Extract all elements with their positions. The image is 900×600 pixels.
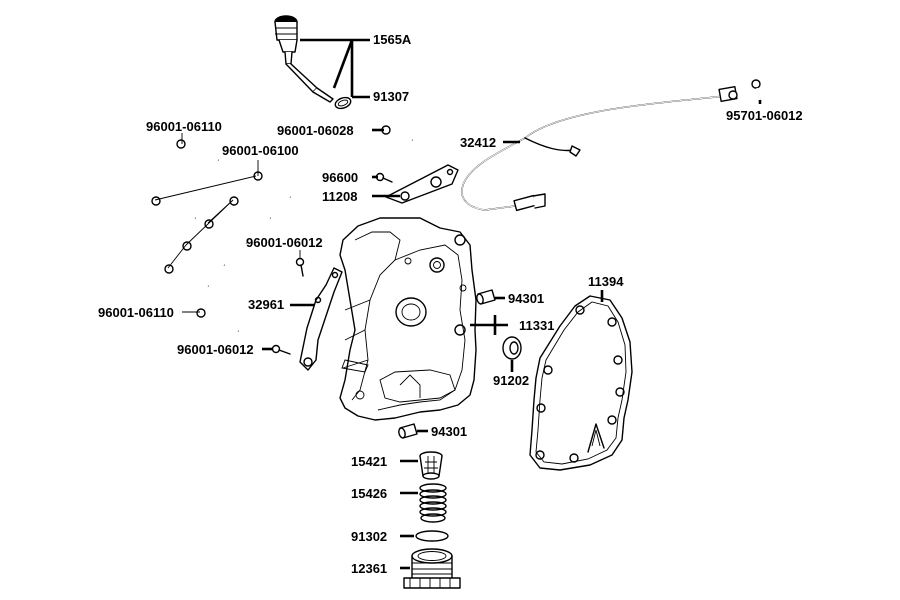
label-12361: 12361 <box>351 561 387 576</box>
leader-1565A <box>300 38 354 97</box>
bracket-11208-part <box>385 164 459 204</box>
screw-96001-06012-top-part <box>295 257 305 277</box>
oil-dipstick-part <box>274 15 334 103</box>
label-11331: 11331 <box>519 318 554 333</box>
label-94301-top: 94301 <box>508 291 544 306</box>
label-96001-06110-top: 96001-06110 <box>146 119 222 134</box>
crankcase-cover-11331-part <box>339 217 477 421</box>
gasket-11394-part <box>529 295 633 471</box>
o-ring-91307-part <box>334 96 352 110</box>
spring-15426-part <box>419 483 447 523</box>
label-96600: 96600 <box>322 170 358 185</box>
label-96001-06012-bottom: 96001-06012 <box>177 342 254 357</box>
cable-32412-part <box>461 86 738 212</box>
screw-96600-part <box>375 172 393 183</box>
label-94301-bottom: 94301 <box>431 424 467 439</box>
label-32961: 32961 <box>248 297 284 312</box>
drain-cap-12361-part <box>403 548 461 589</box>
label-91202: 91202 <box>493 373 529 388</box>
label-11208: 11208 <box>322 189 357 204</box>
label-91307: 91307 <box>373 89 409 104</box>
screw-96001-06012-bot-part <box>271 344 291 355</box>
bolt-group-left <box>151 133 291 333</box>
strainer-15421-part <box>419 451 443 480</box>
label-1565A: 1565A <box>373 32 412 47</box>
label-15426: 15426 <box>351 486 387 501</box>
bolt-96001-06028-part <box>381 125 413 142</box>
label-96001-06028: 96001-06028 <box>277 123 354 138</box>
label-91302: 91302 <box>351 529 387 544</box>
label-15421: 15421 <box>351 454 387 469</box>
label-11394: 11394 <box>588 274 624 289</box>
dowel-94301-bot-part <box>398 423 418 439</box>
label-96001-06100: 96001-06100 <box>222 143 299 158</box>
bolt-95701-06012-part <box>751 79 761 101</box>
label-96001-06110-bottom: 96001-06110 <box>98 305 174 320</box>
o-ring-91302-part <box>415 530 449 542</box>
plate-32961-part <box>299 267 343 371</box>
label-95701-06012: 95701-06012 <box>726 108 803 123</box>
oil-seal-91202-part <box>502 336 522 360</box>
label-32412: 32412 <box>460 135 496 150</box>
label-96001-06012-top: 96001-06012 <box>246 235 323 250</box>
dowel-94301-top-part <box>476 289 496 305</box>
